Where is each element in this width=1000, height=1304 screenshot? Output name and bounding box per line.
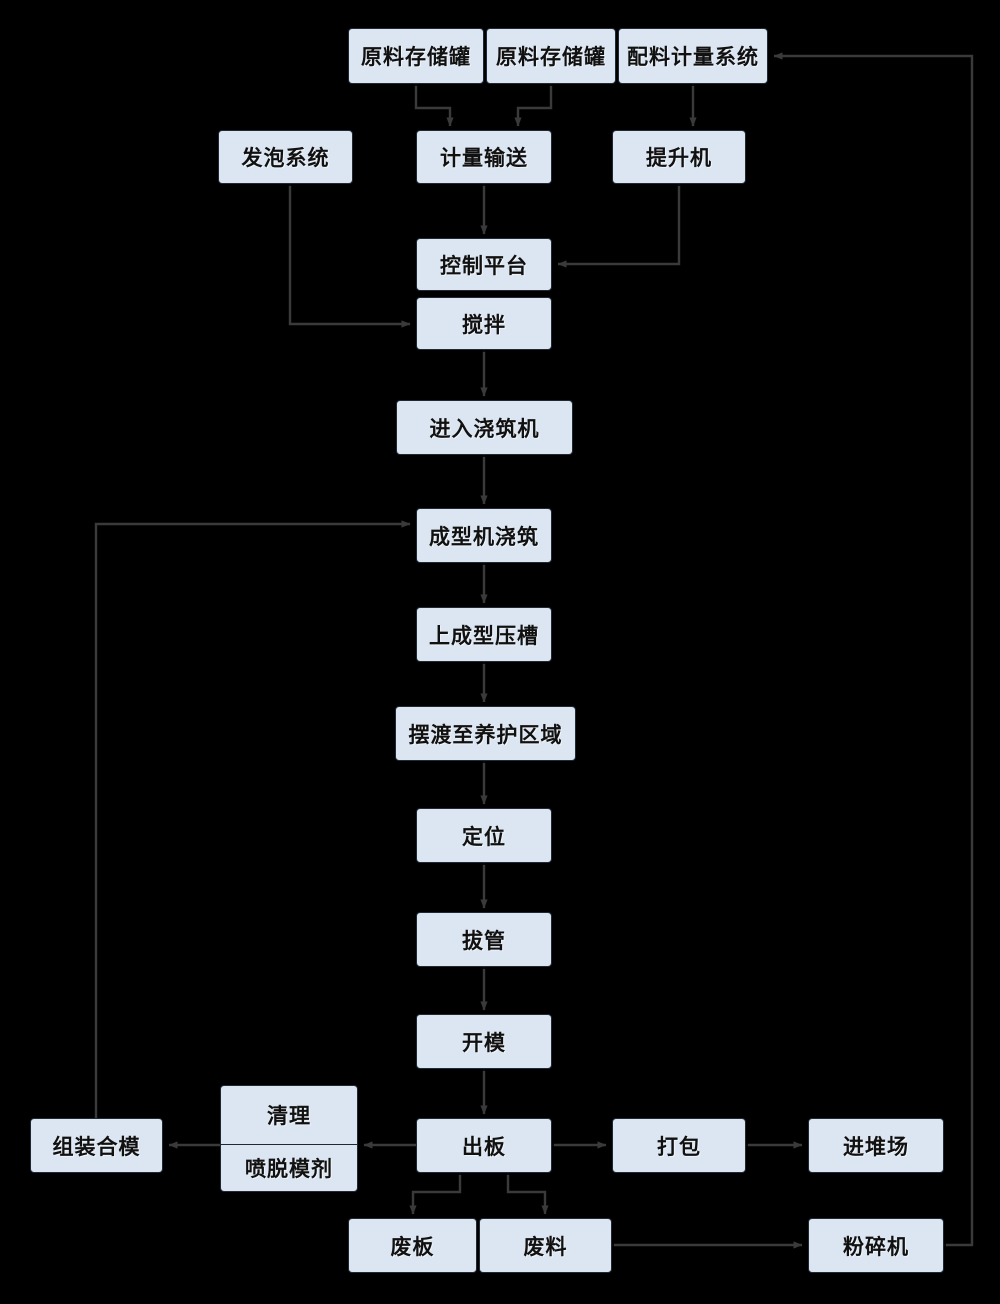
node-mold-opening[interactable]: 开模 <box>416 1014 552 1069</box>
node-batching-system[interactable]: 配料计量系统 <box>618 28 768 84</box>
node-tube-pulling[interactable]: 拔管 <box>416 912 552 967</box>
node-packing[interactable]: 打包 <box>612 1118 746 1173</box>
node-tank2[interactable]: 原料存储罐 <box>486 28 616 84</box>
edge-outboard-wasteboard <box>409 1173 462 1215</box>
node-tank1[interactable]: 原料存储罐 <box>348 28 484 84</box>
node-forming-machine-casting[interactable]: 成型机浇筑 <box>416 508 552 563</box>
edge-outboard-wastemat <box>506 1173 549 1215</box>
edge-assemble-formcast <box>94 520 411 1118</box>
node-metering-conveyor[interactable]: 计量输送 <box>416 130 552 184</box>
edge-crusher-batching <box>773 52 974 1247</box>
node-crusher[interactable]: 粉碎机 <box>808 1218 944 1273</box>
node-enter-stockyard[interactable]: 进堆场 <box>808 1118 944 1173</box>
node-waste-board[interactable]: 废板 <box>348 1218 477 1273</box>
node-foaming-system[interactable]: 发泡系统 <box>218 130 353 184</box>
node-spray-release-agent[interactable]: 喷脱模剂 <box>221 1144 357 1191</box>
edge-tank1-convey <box>414 84 454 127</box>
node-enter-casting-machine[interactable]: 进入浇筑机 <box>396 400 573 455</box>
node-hoist[interactable]: 提升机 <box>612 130 746 184</box>
edge-tank2-convey <box>514 84 553 127</box>
edge-foam-mix <box>288 184 411 328</box>
node-clean-and-spray-release-agent[interactable]: 清理 喷脱模剂 <box>220 1085 358 1192</box>
edge-hoist-control <box>557 184 681 268</box>
node-board-output[interactable]: 出板 <box>416 1118 552 1173</box>
node-positioning[interactable]: 定位 <box>416 808 552 863</box>
node-cleaning[interactable]: 清理 <box>267 1104 311 1128</box>
node-mold-assembly[interactable]: 组装合模 <box>30 1118 163 1173</box>
node-mixing[interactable]: 搅拌 <box>416 297 552 350</box>
node-control-platform[interactable]: 控制平台 <box>416 238 552 291</box>
node-waste-material[interactable]: 废料 <box>479 1218 612 1273</box>
node-ferry-to-curing-area[interactable]: 摆渡至养护区域 <box>395 706 576 761</box>
node-upper-forming-press-slot[interactable]: 上成型压槽 <box>416 607 552 662</box>
